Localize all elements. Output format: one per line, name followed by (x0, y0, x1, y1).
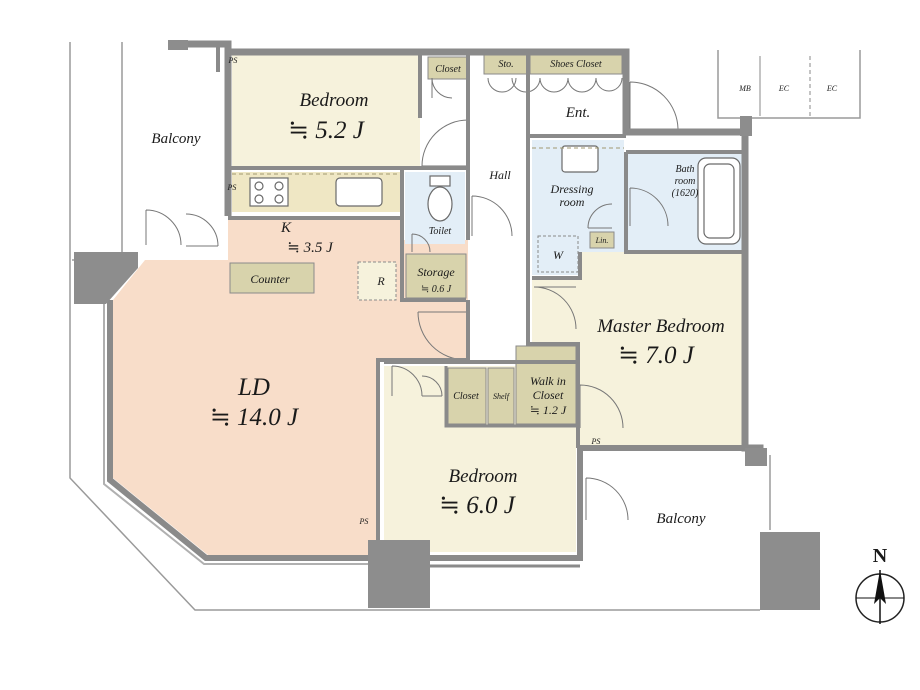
column-bottom-left (368, 540, 430, 608)
ec1-label: EC (778, 84, 790, 93)
closet-top-label: Closet (435, 64, 461, 75)
bedroom-top-area: ≒ 5.2 J (288, 117, 366, 144)
hall-floor (470, 75, 528, 360)
ps-ld-label: PS (359, 517, 369, 526)
fixtures (249, 145, 905, 623)
bedroom-top-floor (232, 52, 420, 168)
sto-label: Sto. (498, 59, 513, 70)
linen-label: Lin. (595, 236, 609, 245)
storage-area: ≒ 0.6 J (421, 284, 452, 295)
bedroom-bottom-area: ≒ 6.0 J (439, 492, 517, 519)
storage-name: Storage (417, 265, 455, 279)
dressing-line2: room (560, 195, 585, 209)
storage-blocks (229, 53, 623, 425)
shelf-label: Shelf (493, 392, 511, 401)
door-swings (145, 77, 679, 521)
master-bedroom-name: Master Bedroom (596, 316, 725, 337)
meter-box (759, 56, 811, 116)
north-label: N (873, 545, 888, 567)
bedroom-bottom-name: Bedroom (449, 466, 518, 487)
mb-label: MB (738, 84, 751, 93)
room-floors (113, 52, 745, 555)
washer-block (537, 235, 579, 273)
ps-mid-label: PS (591, 437, 601, 446)
counter-block (229, 262, 315, 294)
hall-label: Hall (488, 168, 511, 182)
column-right (745, 448, 767, 466)
column-bottom-right (760, 532, 820, 610)
labels: Bedroom ≒ 5.2 J K ≒ 3.5 J LD ≒ 14.0 J Be… (151, 56, 887, 567)
vanity-fixture (561, 145, 599, 173)
walk-in-line2: Closet (533, 388, 564, 402)
master-bedroom-floor (532, 252, 745, 448)
column-top-right (740, 116, 752, 136)
walk-in-line1: Walk in (530, 374, 566, 388)
storage-block (405, 253, 467, 299)
master-bedroom-area: ≒ 7.0 J (618, 342, 696, 369)
shoes-closet-label: Shoes Closet (550, 59, 602, 70)
toilet-label: Toilet (429, 226, 452, 237)
ld-name: LD (237, 374, 270, 401)
ld-area: ≒ 14.0 J (210, 404, 300, 431)
column-left (74, 252, 138, 304)
closet-mid-label: Closet (453, 391, 479, 402)
toilet-fixture (427, 186, 453, 222)
walls (103, 40, 764, 568)
balcony-right-label: Balcony (656, 511, 705, 527)
ent-label: Ent. (565, 105, 591, 121)
bath-line3: (1620) (672, 188, 699, 199)
ps-top-label: PS (228, 56, 238, 65)
bedroom-top-name: Bedroom (300, 90, 369, 111)
bath-line1: Bath (676, 164, 695, 175)
shelf-block (487, 367, 515, 425)
counter-label: Counter (250, 272, 290, 286)
columns (74, 40, 820, 610)
bathtub-fixture (697, 157, 741, 245)
north-arrow-icon (856, 570, 904, 624)
closet-mid (447, 367, 487, 425)
walk-in-area: ≒ 1.2 J (530, 403, 567, 417)
ld-floor (113, 218, 468, 555)
refrigerator-block (357, 261, 397, 301)
kitchen-area: ≒ 3.5 J (287, 240, 334, 256)
bath-line2: room (675, 176, 696, 187)
refrigerator-label: R (376, 274, 385, 288)
kitchen-name: K (280, 220, 292, 236)
ps-kitchen-label: PS (227, 183, 237, 192)
kitchen-sink-fixture (335, 177, 383, 207)
entrance-floor (530, 75, 625, 135)
balcony-left-label: Balcony (151, 131, 200, 147)
dressing-line1: Dressing (550, 182, 594, 196)
walk-in-closet-block (515, 345, 577, 425)
dashed-lines (232, 147, 624, 175)
ec2-label: EC (826, 84, 838, 93)
column-top-left (168, 40, 188, 50)
washer-label: W (553, 248, 564, 262)
linen-block (589, 231, 615, 249)
